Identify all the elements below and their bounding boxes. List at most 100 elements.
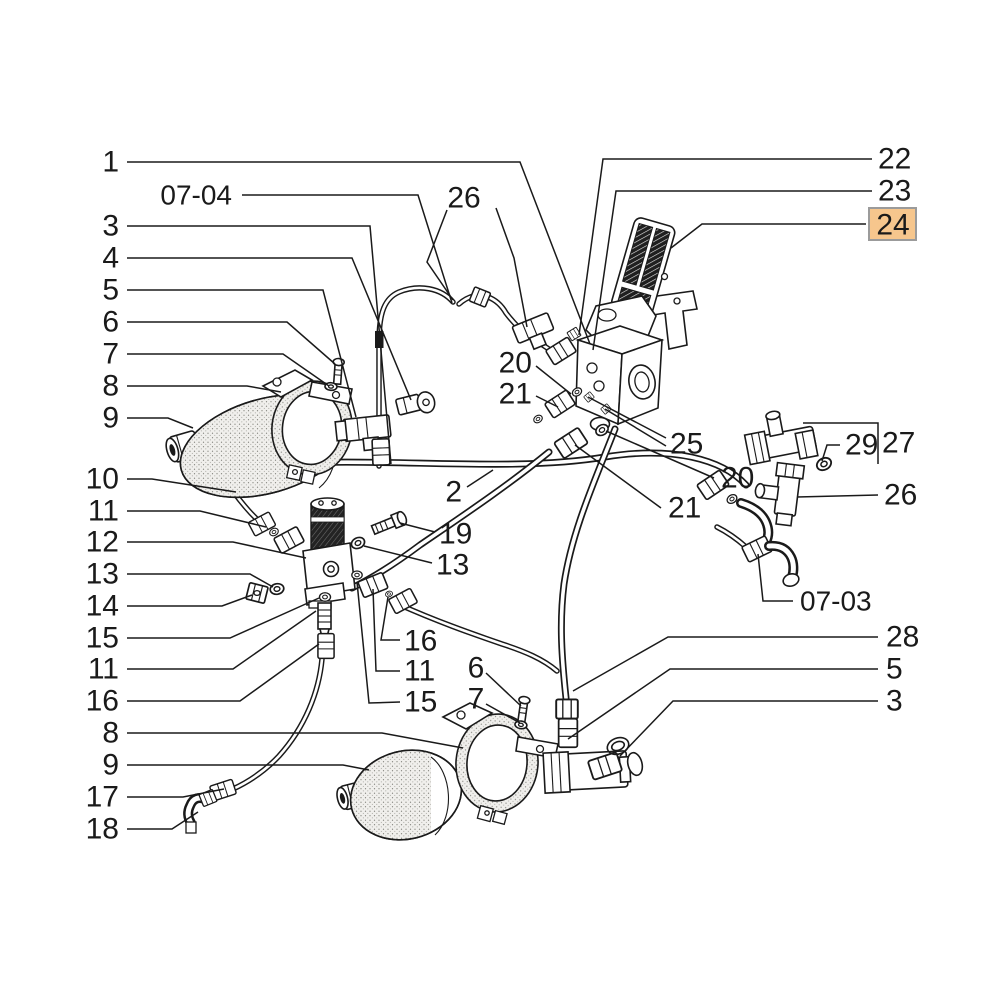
part-number-9[interactable]: 9 — [102, 749, 119, 782]
part-number-23[interactable]: 23 — [878, 175, 911, 208]
washer-small — [531, 413, 545, 425]
leader-line — [127, 594, 253, 607]
callout-26-21: 26 — [426, 182, 528, 328]
leader-line — [127, 811, 199, 830]
callout-9-18: 9 — [102, 749, 370, 782]
part-number-26[interactable]: 26 — [884, 479, 917, 512]
part-number-17[interactable]: 17 — [86, 781, 119, 814]
leader-line — [572, 636, 878, 692]
elbow-nut-26 — [468, 285, 492, 309]
ring-15b — [351, 570, 363, 580]
callout-12-11: 12 — [86, 526, 307, 559]
part-number-1[interactable]: 1 — [102, 146, 119, 179]
part-number-13[interactable]: 13 — [436, 549, 469, 582]
part-number-7[interactable]: 7 — [468, 683, 485, 716]
leader-line — [127, 643, 320, 702]
part-number-22[interactable]: 22 — [878, 143, 911, 176]
callout-18-20: 18 — [86, 811, 199, 846]
clamp-bracket-right — [308, 381, 353, 405]
hose-17 — [230, 656, 325, 792]
part-number-6[interactable]: 6 — [102, 306, 119, 339]
part-number-9[interactable]: 9 — [102, 402, 119, 435]
leader-line — [821, 444, 840, 462]
part-number-11[interactable]: 11 — [88, 495, 119, 528]
pedal-bracket — [649, 290, 698, 350]
part-number-18[interactable]: 18 — [86, 813, 119, 846]
leader-line — [127, 321, 336, 365]
part-number-6[interactable]: 6 — [468, 652, 485, 685]
callout-9-8: 9 — [102, 402, 194, 435]
part-number-29[interactable]: 29 — [845, 429, 878, 462]
callout-11-10: 11 — [88, 495, 267, 528]
hose-07-03-stub — [714, 524, 749, 550]
callout-10-9: 10 — [86, 463, 237, 496]
part-number-07-03[interactable]: 07-03 — [800, 586, 872, 617]
part-number-5[interactable]: 5 — [886, 653, 903, 686]
part-number-28[interactable]: 28 — [886, 621, 919, 654]
part-number-11[interactable]: 11 — [404, 655, 435, 688]
part-number-27[interactable]: 27 — [882, 427, 915, 460]
callouts: 107-043456789101112131415111689171826222… — [86, 143, 920, 846]
callout-11-34: 11 — [372, 588, 435, 688]
bolt-19 — [370, 510, 408, 536]
leader-line — [485, 672, 522, 707]
part-number-12[interactable]: 12 — [86, 526, 119, 559]
part-number-13[interactable]: 13 — [86, 558, 119, 591]
callout-17-19: 17 — [86, 781, 225, 814]
leader-line — [578, 158, 872, 336]
part-number-16[interactable]: 16 — [404, 625, 437, 658]
callout-20-26: 20 — [499, 347, 572, 395]
valve-stem-11 — [317, 602, 332, 638]
leader-line — [803, 422, 879, 464]
leader-line — [485, 703, 521, 724]
part-number-26[interactable]: 26 — [447, 182, 480, 215]
callout-3-44: 3 — [619, 685, 903, 757]
part-number-2[interactable]: 2 — [445, 476, 462, 509]
leader-line — [372, 588, 400, 672]
banjo-fitting-4 — [395, 391, 436, 416]
part-number-25[interactable]: 25 — [670, 428, 703, 461]
callout-26-40: 26 — [796, 479, 917, 512]
part-number-20[interactable]: 20 — [721, 462, 754, 495]
callout-24-highlight[interactable] — [868, 207, 917, 241]
part-number-24[interactable]: 24 — [876, 209, 909, 242]
part-number-07-04[interactable]: 07-04 — [160, 180, 232, 211]
tee-fitting-top — [511, 312, 555, 351]
part-number-4[interactable]: 4 — [102, 242, 119, 275]
part-number-3[interactable]: 3 — [886, 685, 903, 718]
callout-20-28: 20 — [605, 430, 754, 495]
part-number-15[interactable]: 15 — [404, 686, 437, 719]
part-number-10[interactable]: 10 — [86, 463, 119, 496]
components — [165, 217, 835, 847]
callout-11-15: 11 — [88, 610, 317, 686]
part-number-3[interactable]: 3 — [102, 210, 119, 243]
part-number-7[interactable]: 7 — [102, 338, 119, 371]
leader-line — [592, 190, 872, 351]
part-number-21[interactable]: 21 — [499, 378, 532, 411]
bottom-clamp — [441, 702, 559, 826]
part-number-8[interactable]: 8 — [102, 717, 119, 750]
leader-line — [127, 289, 357, 418]
fitting-28 — [555, 698, 579, 720]
part-number-19[interactable]: 19 — [439, 518, 472, 551]
part-number-15[interactable]: 15 — [86, 622, 119, 655]
callout-07-04-1: 07-04 — [160, 180, 453, 304]
leader-line — [127, 610, 317, 670]
elbow-07-03 — [764, 540, 800, 588]
callout-6-36: 6 — [468, 652, 522, 707]
callout-6-5: 6 — [102, 306, 336, 365]
part-number-5[interactable]: 5 — [102, 274, 119, 307]
washer-13a — [268, 581, 286, 597]
callout-25-25: 25 — [587, 396, 703, 461]
callout-15-35: 15 — [356, 581, 437, 719]
callout-21-27: 21 — [499, 378, 559, 411]
part-number-21[interactable]: 21 — [668, 492, 701, 525]
leader-line — [127, 161, 591, 345]
part-number-8[interactable]: 8 — [102, 370, 119, 403]
part-number-11[interactable]: 11 — [88, 653, 119, 686]
callout-16-33: 16 — [380, 596, 437, 658]
part-number-20[interactable]: 20 — [499, 347, 532, 380]
part-number-16[interactable]: 16 — [86, 685, 119, 718]
part-number-14[interactable]: 14 — [86, 590, 119, 623]
leader-line — [127, 417, 194, 429]
